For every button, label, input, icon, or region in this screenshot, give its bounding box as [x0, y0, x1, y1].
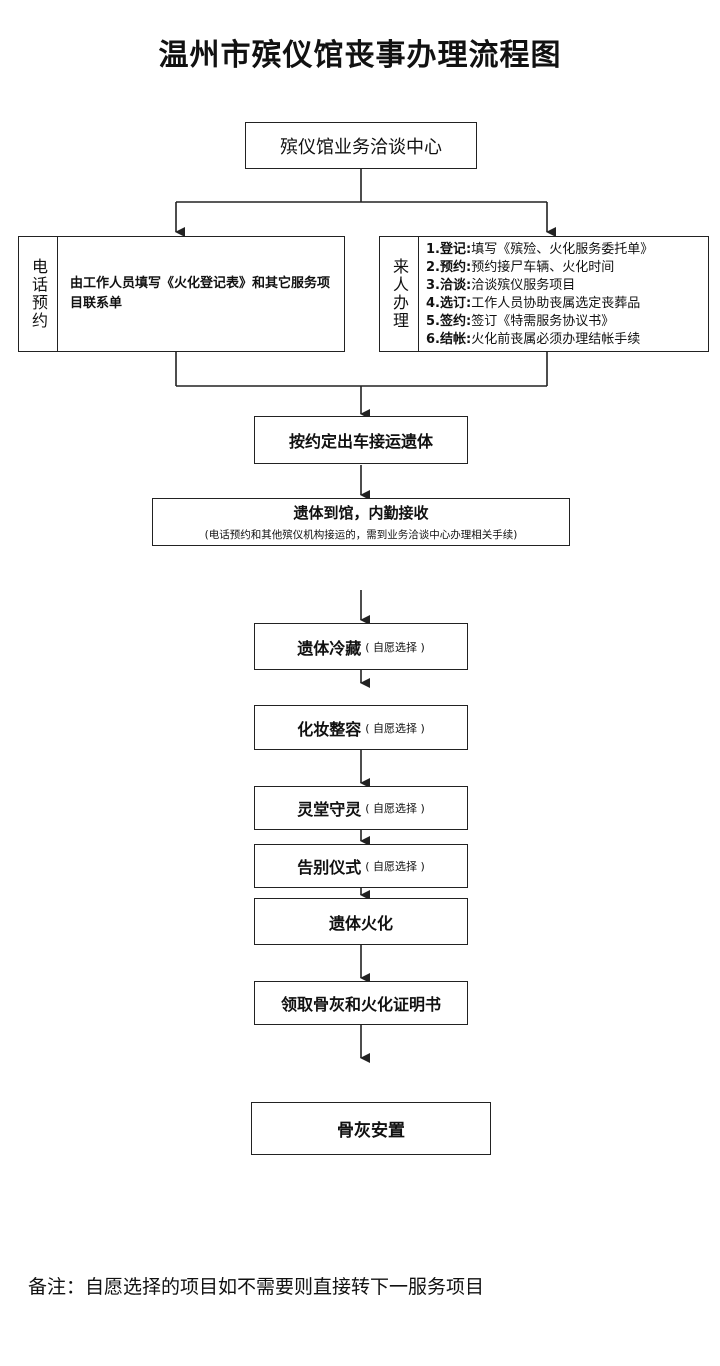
optional-note: ( 自愿选择 ): [365, 721, 425, 735]
visit-step: 3.洽谈:洽谈殡仪服务项目: [426, 278, 576, 293]
arrival-node: 遗体到馆，内勤接收 (电话预约和其他殡仪机构接运的，需到业务洽谈中心办理相关手续…: [152, 498, 570, 546]
cremation-node: 遗体火化: [254, 898, 468, 945]
visit-box: 来人办理 1.登记:填写《殡殓、火化服务委托单》 2.预约:预约接尸车辆、火化时…: [379, 236, 709, 352]
visit-step: 6.结帐:火化前丧属必须办理结帐手续: [426, 332, 641, 347]
optional-note: ( 自愿选择 ): [365, 802, 425, 815]
collect-ashes-node: 领取骨灰和火化证明书: [254, 981, 468, 1025]
phone-content: 由工作人员填写《火化登记表》和其它服务项目联系单: [58, 237, 344, 351]
vigil-node: 灵堂守灵 ( 自愿选择 ): [254, 786, 468, 830]
transport-node: 按约定出车接运遗体: [254, 416, 468, 464]
phone-label: 电话预约: [29, 258, 48, 330]
makeup-node: 化妆整容 ( 自愿选择 ): [254, 705, 468, 750]
footer-note: 备注：自愿选择的项目如不需要则直接转下一服务项目: [28, 1276, 485, 1298]
phone-label-cell: 电话预约: [19, 237, 58, 351]
visit-label: 来人办理: [390, 258, 409, 330]
farewell-node: 告别仪式 ( 自愿选择 ): [254, 844, 468, 888]
visit-step: 1.登记:填写《殡殓、火化服务委托单》: [426, 242, 654, 257]
visit-step: 2.预约:预约接尸车辆、火化时间: [426, 260, 615, 275]
phone-content-text: 由工作人员填写《火化登记表》和其它服务项目联系单: [70, 276, 331, 311]
arrival-note: (电话预约和其他殡仪机构接运的，需到业务洽谈中心办理相关手续): [204, 529, 518, 541]
phone-reservation-box: 电话预约 由工作人员填写《火化登记表》和其它服务项目联系单: [18, 236, 345, 352]
page-title: 温州市殡仪馆丧事办理流程图: [158, 38, 562, 73]
ashes-placement-node: 骨灰安置: [251, 1102, 491, 1155]
visit-label-cell: 来人办理: [380, 237, 419, 351]
arrival-title: 遗体到馆，内勤接收: [293, 504, 429, 522]
optional-note: ( 自愿选择 ): [365, 640, 425, 654]
visit-steps: 1.登记:填写《殡殓、火化服务委托单》 2.预约:预约接尸车辆、火化时间 3.洽…: [419, 237, 708, 351]
cold-storage-node: 遗体冷藏 ( 自愿选择 ): [254, 623, 468, 670]
visit-step: 5.签约:签订《特需服务协议书》: [426, 314, 615, 329]
optional-note: ( 自愿选择 ): [365, 860, 425, 873]
start-node: 殡仪馆业务洽谈中心: [245, 122, 477, 169]
visit-step: 4.选订:工作人员协助丧属选定丧葬品: [426, 296, 641, 311]
start-node-label: 殡仪馆业务洽谈中心: [280, 136, 442, 158]
